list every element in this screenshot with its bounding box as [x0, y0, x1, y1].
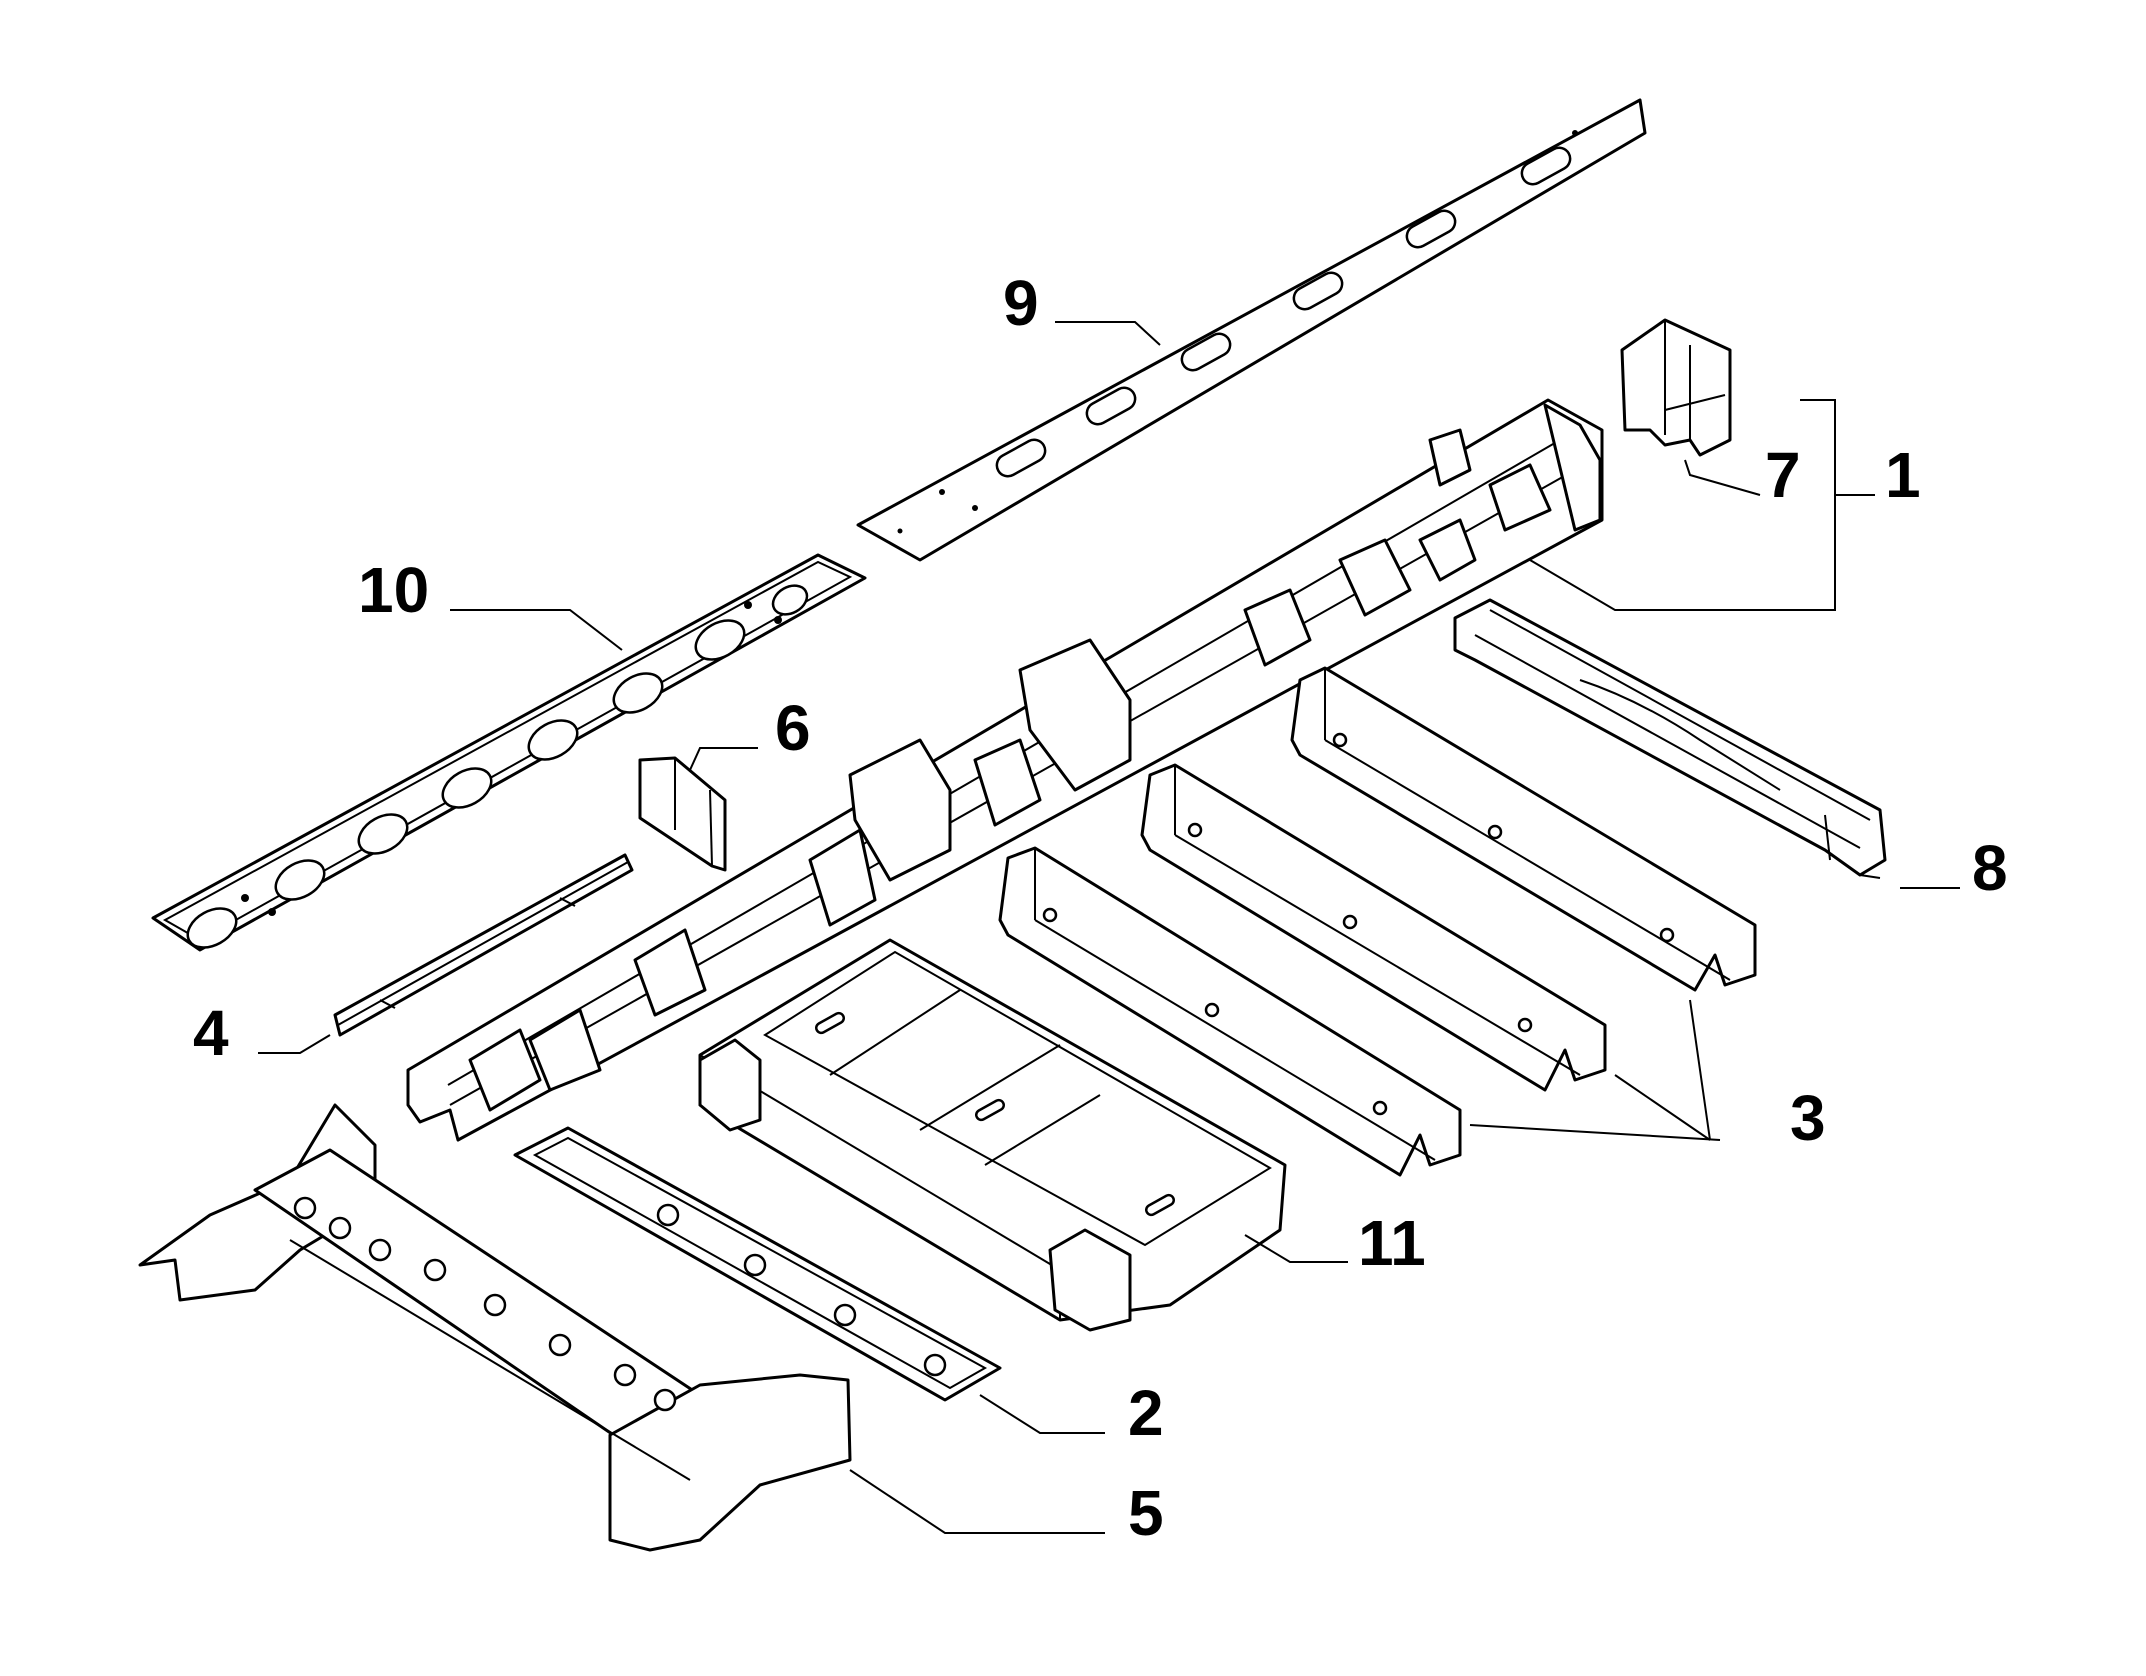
callout-5: 5 [1128, 1477, 1164, 1549]
callout-9: 9 [1003, 267, 1039, 339]
part-6-plate [638, 756, 727, 872]
part-11-tray [698, 938, 1287, 1332]
part-3-channels [998, 666, 1757, 1177]
part-5-cross-member [138, 1103, 852, 1552]
part-1-main-rail [406, 398, 1604, 1142]
callout-2: 2 [1128, 1377, 1164, 1449]
callout-8: 8 [1972, 832, 2008, 904]
callout-10: 10 [358, 554, 429, 626]
callout-4: 4 [193, 997, 229, 1069]
callout-11: 11 [1358, 1207, 1426, 1279]
callout-6: 6 [775, 692, 811, 764]
callout-3: 3 [1790, 1082, 1826, 1154]
part-4-thin-bar [333, 853, 634, 1037]
part-9-top-strip [856, 98, 1647, 562]
callout-labels: 9 7 1 10 6 8 4 3 11 2 5 [193, 267, 2008, 1549]
part-2-nut-strip [513, 1126, 1002, 1402]
callout-1: 1 [1885, 439, 1921, 511]
leader-lines [258, 321, 1960, 1534]
part-7-bracket [1620, 318, 1732, 457]
part-10-gasket-strip [151, 553, 867, 952]
callout-7: 7 [1765, 439, 1801, 511]
